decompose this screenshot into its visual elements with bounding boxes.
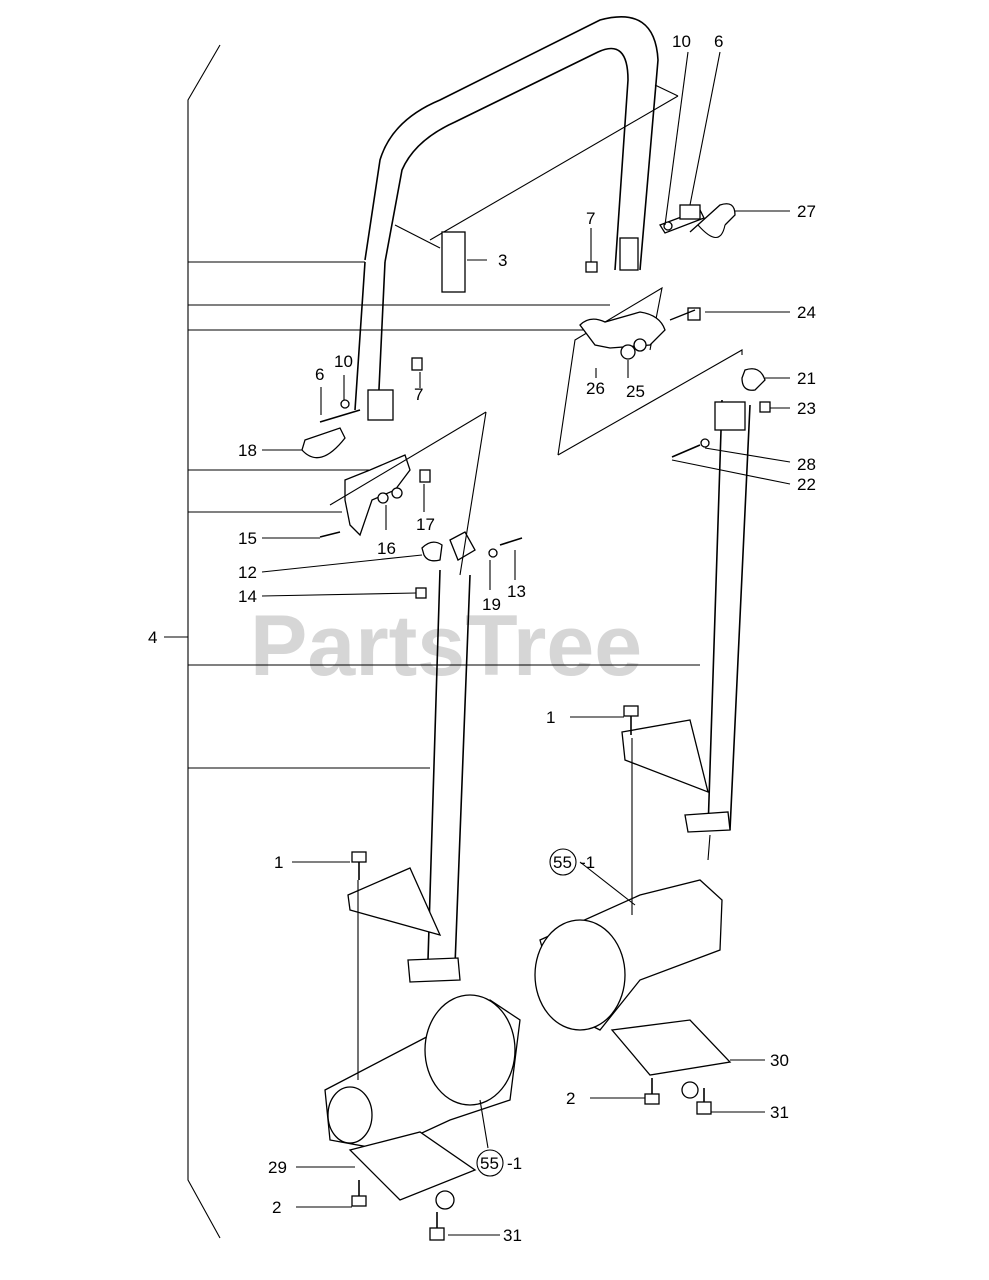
callout-23: 23 bbox=[797, 399, 816, 418]
callout-27: 27 bbox=[797, 202, 816, 221]
callout-4: 4 bbox=[148, 628, 157, 647]
right-axle-housing bbox=[534, 879, 732, 1099]
callout-31-right: 31 bbox=[770, 1103, 789, 1122]
rops-upper-frame bbox=[354, 16, 679, 411]
svg-text:55: 55 bbox=[480, 1154, 499, 1173]
callout-24: 24 bbox=[797, 303, 816, 322]
callout-55-right: 55 -1 bbox=[549, 848, 595, 876]
callout-17: 17 bbox=[416, 515, 435, 534]
callout-16: 16 bbox=[377, 539, 396, 558]
callout-6: 6 bbox=[714, 32, 723, 51]
decal bbox=[441, 231, 466, 293]
callout-14: 14 bbox=[238, 587, 257, 606]
svg-text:-1: -1 bbox=[580, 853, 595, 872]
callout-30: 30 bbox=[770, 1051, 789, 1070]
callout-labels: 3 10 6 27 7 24 25 26 21 23 28 22 6 10 7 … bbox=[148, 32, 816, 1245]
callout-10-left: 10 bbox=[334, 352, 353, 371]
callout-22: 22 bbox=[797, 475, 816, 494]
callout-7-left: 7 bbox=[414, 385, 423, 404]
callout-3: 3 bbox=[498, 251, 507, 270]
callout-18: 18 bbox=[238, 441, 257, 460]
right-upper-hinge bbox=[557, 203, 743, 456]
left-mount-bolts bbox=[351, 851, 445, 1241]
callout-28: 28 bbox=[797, 455, 816, 474]
callout-7: 7 bbox=[586, 209, 595, 228]
callout-1-left: 1 bbox=[274, 853, 283, 872]
assembly-bracket bbox=[187, 44, 700, 1239]
callout-13: 13 bbox=[507, 582, 526, 601]
callout-10: 10 bbox=[672, 32, 691, 51]
callout-55-left: 55 -1 bbox=[476, 1149, 522, 1177]
right-mount-bolts bbox=[623, 705, 712, 1115]
leader-lines bbox=[164, 51, 791, 1236]
callout-29: 29 bbox=[268, 1158, 287, 1177]
callout-1-right: 1 bbox=[546, 708, 555, 727]
callout-15: 15 bbox=[238, 529, 257, 548]
callout-12: 12 bbox=[238, 563, 257, 582]
callout-26: 26 bbox=[586, 379, 605, 398]
callout-31-left: 31 bbox=[503, 1226, 522, 1245]
left-axle-housing bbox=[324, 994, 521, 1210]
callout-19: 19 bbox=[482, 595, 501, 614]
svg-text:-1: -1 bbox=[507, 1154, 522, 1173]
callout-25: 25 bbox=[626, 382, 645, 401]
svg-text:55: 55 bbox=[553, 853, 572, 872]
callout-2-right: 2 bbox=[566, 1089, 575, 1108]
callout-2-left: 2 bbox=[272, 1198, 281, 1217]
callout-21: 21 bbox=[797, 369, 816, 388]
watermark-text: PartsTree bbox=[250, 598, 642, 694]
callout-6-left: 6 bbox=[315, 365, 324, 384]
left-lower-leg bbox=[301, 357, 523, 983]
right-lower-leg bbox=[621, 368, 771, 861]
